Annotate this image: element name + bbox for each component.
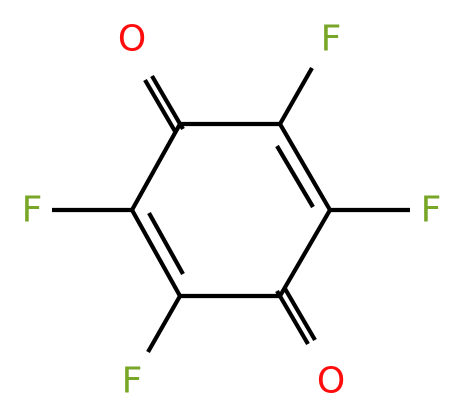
bond-c5-c6	[130, 208, 182, 298]
bond-c2-f1	[278, 66, 314, 126]
bond-c1-o1-b	[143, 78, 178, 135]
atom-label-f4: F	[122, 361, 143, 402]
bond-c2-c3	[278, 122, 332, 212]
bonds	[52, 66, 410, 354]
atom-labels: O O F F F F	[22, 19, 442, 402]
bond-c3-c4	[278, 208, 332, 298]
atom-label-f3: F	[22, 190, 43, 231]
atom-label-f2: F	[421, 190, 442, 231]
bond-c5-f4	[146, 294, 182, 354]
atom-label-o1: O	[118, 19, 146, 60]
bond-c5-c6-inner	[147, 211, 185, 276]
bond-c1-o1-a	[150, 74, 185, 131]
atom-label-f1: F	[321, 19, 342, 60]
atom-label-o2: O	[317, 361, 345, 402]
bond-c6-c1	[130, 122, 182, 212]
bond-c4-o2-a	[275, 289, 310, 346]
bond-c4-o2-b	[282, 285, 317, 342]
bond-c2-c3-inner	[275, 144, 315, 209]
